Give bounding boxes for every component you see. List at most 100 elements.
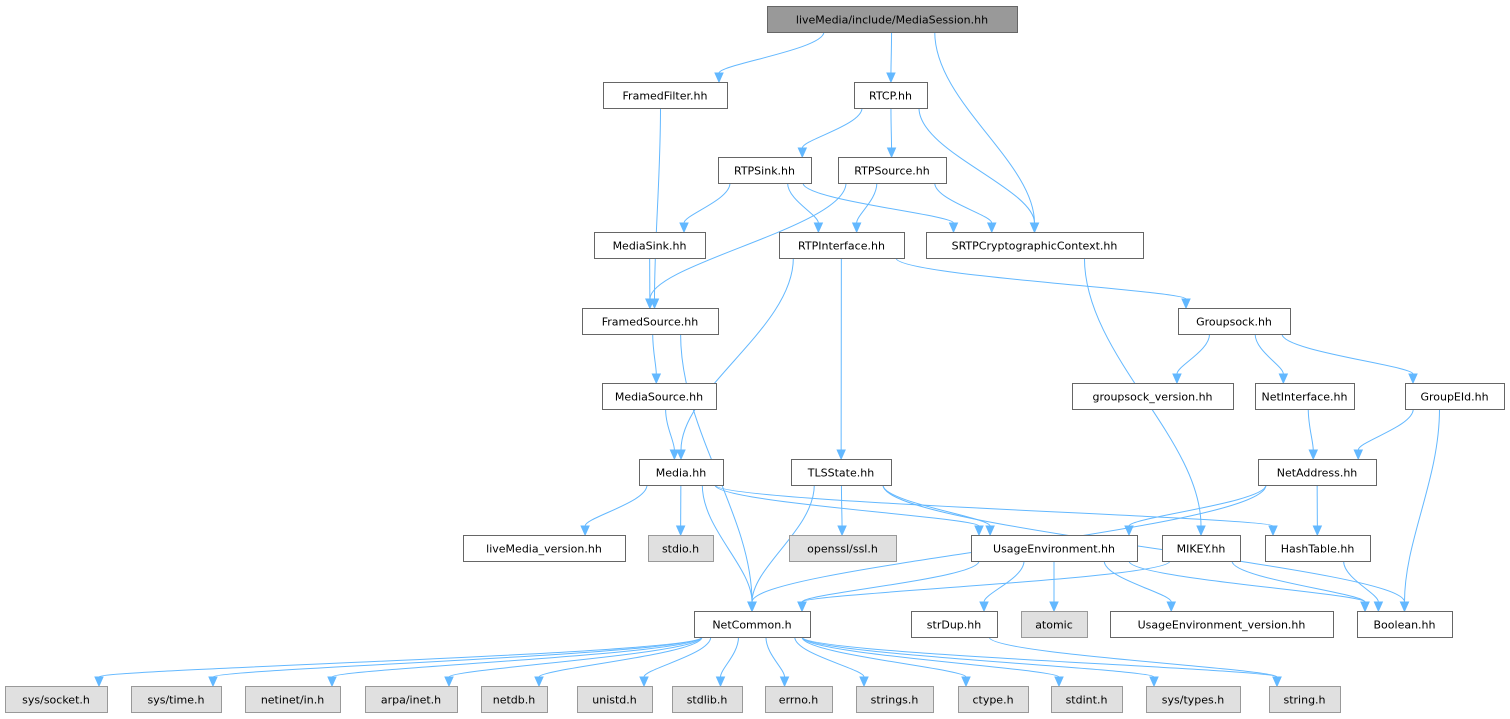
node-main[interactable]: liveMedia/include/MediaSession.hh (767, 6, 1018, 33)
node-FramedFilter[interactable]: FramedFilter.hh (603, 82, 728, 109)
arrowhead-icon (1049, 601, 1059, 613)
node-label: stdint.h (1066, 694, 1108, 707)
node-box (1110, 611, 1334, 638)
node-label: sys/types.h (1162, 694, 1224, 707)
edge-NetAddress-to-HashTable (1312, 484, 1323, 537)
edge-line (801, 636, 1155, 678)
edge-line (801, 636, 967, 678)
node-groupsock_version[interactable]: groupsock_version.hh (1072, 383, 1234, 410)
node-FramedSource[interactable]: FramedSource.hh (582, 308, 719, 335)
node-Groupsock[interactable]: Groupsock.hh (1178, 308, 1291, 335)
node-label: stdlib.h (687, 694, 728, 707)
arrowhead-icon (1360, 601, 1370, 613)
node-netinet_in: netinet/in.h (245, 686, 341, 713)
node-label: sys/socket.h (22, 694, 90, 707)
edge-NetCommon-to-sys_socket (94, 636, 703, 688)
edge-NetInterface-to-NetAddress (1307, 408, 1319, 461)
node-MediaSource[interactable]: MediaSource.hh (602, 383, 717, 410)
node-label: SRTPCryptographicContext.hh (952, 240, 1118, 253)
arrowhead-icon (208, 676, 218, 688)
arrowhead-icon (94, 676, 104, 688)
node-TLSState[interactable]: TLSState.hh (791, 459, 892, 486)
arrowhead-icon (1408, 373, 1418, 385)
edge-line (212, 636, 703, 678)
node-HashTable[interactable]: HashTable.hh (1265, 535, 1371, 562)
edge-line (1103, 560, 1172, 603)
edge-line (584, 484, 648, 527)
node-RTPSink[interactable]: RTPSink.hh (718, 157, 812, 184)
arrowhead-icon (961, 676, 971, 688)
edge-Groupsock-to-GroupEId (1281, 333, 1418, 385)
arrowhead-icon (1308, 449, 1319, 461)
edge-NetCommon-to-string (801, 636, 1282, 688)
arrowhead-icon (948, 222, 959, 234)
edge-RTPSink-to-MediaSink (679, 182, 731, 234)
node-label: TLSState.hh (807, 467, 874, 480)
node-box (789, 535, 897, 562)
edge-MIKEY-to-NetCommon (797, 560, 1171, 613)
node-NetCommon[interactable]: NetCommon.h (694, 611, 811, 638)
edge-line (882, 484, 991, 527)
node-RTPSource[interactable]: RTPSource.hh (838, 157, 947, 184)
edge-line (801, 107, 863, 149)
node-label: MediaSink.hh (613, 240, 687, 253)
node-box (648, 535, 714, 562)
node-label: netdb.h (493, 694, 536, 707)
edge-TLSState-to-UsageEnvironment (882, 484, 995, 537)
node-label: FramedSource.hh (602, 316, 699, 329)
node-box (594, 232, 706, 259)
node-MediaSink[interactable]: MediaSink.hh (594, 232, 706, 259)
node-box (131, 686, 222, 713)
node-box (1051, 686, 1123, 713)
node-UE_version[interactable]: UsageEnvironment_version.hh (1110, 611, 1334, 638)
node-box (245, 686, 341, 713)
node-strDup[interactable]: strDup.hh (911, 611, 998, 638)
node-Boolean[interactable]: Boolean.hh (1357, 611, 1453, 638)
node-ctype: ctype.h (958, 686, 1029, 713)
arrowhead-icon (669, 449, 680, 461)
arrowhead-icon (779, 676, 790, 688)
node-label: MIKEY.hh (1177, 543, 1226, 556)
edge-Media-to-UsageEnvironment (714, 484, 984, 537)
node-label: RTCP.hh (869, 90, 912, 103)
edge-line (643, 636, 712, 678)
edge-line (1128, 484, 1267, 527)
edge-MediaSink-to-FramedSource (645, 257, 655, 310)
node-label: strDup.hh (927, 619, 981, 632)
node-box (577, 686, 653, 713)
arrowhead-icon (747, 601, 757, 613)
node-UsageEnvironment[interactable]: UsageEnvironment.hh (971, 535, 1138, 562)
node-RTPInterface[interactable]: RTPInterface.hh (779, 232, 905, 259)
edge-RTPInterface-to-Media (676, 257, 794, 461)
edge-line (448, 636, 703, 678)
edge-line (654, 107, 661, 300)
node-SRTP[interactable]: SRTPCryptographicContext.hh (926, 232, 1144, 259)
arrowhead-icon (645, 298, 655, 310)
node-box (1162, 535, 1241, 562)
node-NetInterface[interactable]: NetInterface.hh (1255, 383, 1355, 410)
node-box (718, 157, 812, 184)
arrowhead-icon (985, 525, 995, 537)
node-box (602, 383, 717, 410)
edge-line (649, 182, 847, 300)
node-NetAddress[interactable]: NetAddress.hh (1258, 459, 1377, 486)
edge-Groupsock-to-NetInterface (1254, 333, 1289, 385)
node-box (1255, 383, 1355, 410)
node-label: liveMedia/include/MediaSession.hh (796, 14, 988, 27)
node-label: NetAddress.hh (1277, 467, 1358, 480)
arrowhead-icon (534, 676, 544, 688)
node-MIKEY[interactable]: MIKEY.hh (1162, 535, 1241, 562)
edge-line (652, 333, 657, 375)
node-liveMedia_version[interactable]: liveMedia_version.hh (463, 535, 626, 562)
node-stdio: stdio.h (648, 535, 714, 562)
node-box (791, 459, 892, 486)
arrowhead-icon (1172, 373, 1182, 385)
node-RTCP[interactable]: RTCP.hh (854, 82, 928, 109)
node-label: ctype.h (972, 694, 1013, 707)
node-label: FramedFilter.hh (623, 90, 708, 103)
node-label: MediaSource.hh (615, 391, 703, 404)
node-Media[interactable]: Media.hh (639, 459, 724, 486)
node-box (463, 535, 626, 562)
node-box (1178, 308, 1291, 335)
node-GroupEId[interactable]: GroupEId.hh (1405, 383, 1505, 410)
